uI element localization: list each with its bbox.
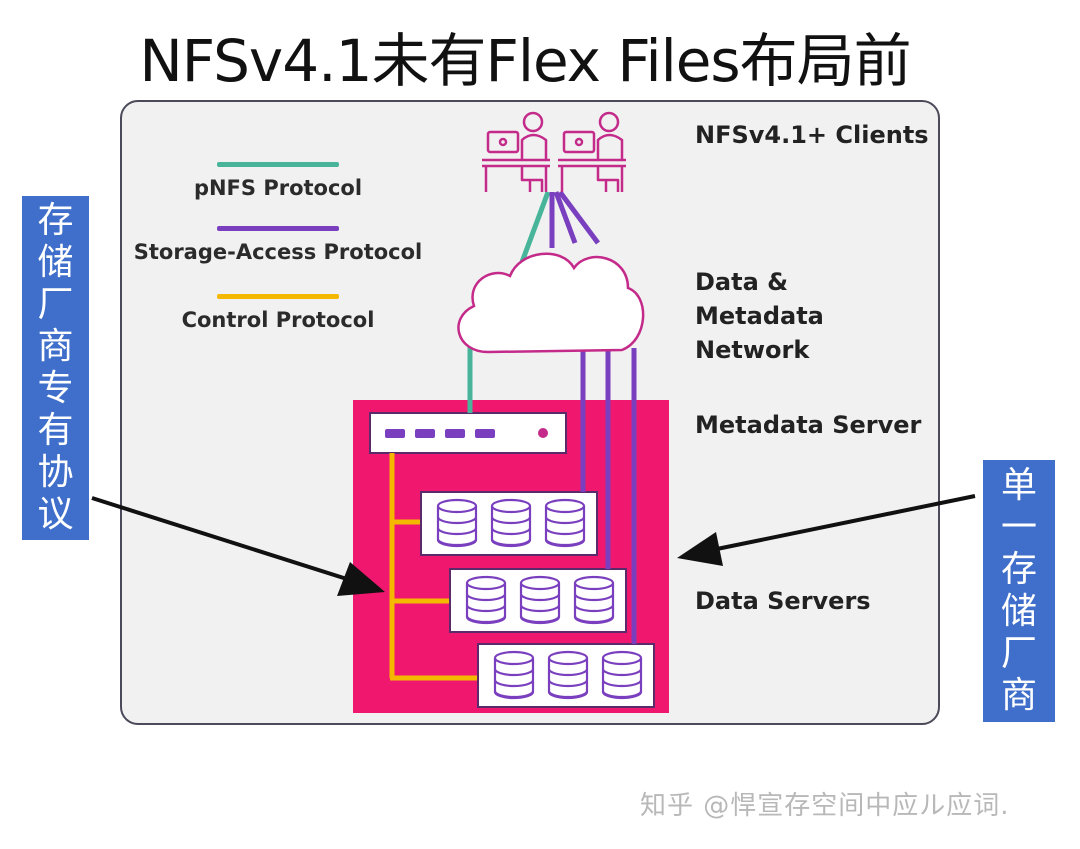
callout-char: 专 — [37, 368, 74, 409]
client-workstation-icons — [482, 111, 626, 192]
legend-line-storage-access — [217, 226, 339, 231]
callout-vendor-proprietary-protocol: 存 储 厂 商 专 有 协 议 — [22, 196, 89, 540]
client-person-icon — [482, 111, 550, 192]
network-label-line3: Network — [695, 336, 810, 364]
metadata-server-label: Metadata Server — [695, 411, 922, 439]
callout-char: 有 — [37, 410, 74, 451]
callout-char: 议 — [37, 494, 74, 535]
disk-icon — [436, 498, 478, 548]
disk-icon — [601, 650, 643, 700]
callout-char: 存 — [37, 200, 74, 241]
callout-char: 存 — [1000, 549, 1037, 590]
control-protocol-bus — [389, 453, 478, 681]
right-callout-arrow — [677, 494, 976, 566]
callout-char: 储 — [37, 242, 74, 283]
network-label-line1: Data & — [695, 268, 789, 296]
legend-label-control: Control Protocol — [181, 308, 375, 332]
clients-label: NFSv4.1+ Clients — [695, 121, 929, 149]
callout-char: 厂 — [37, 284, 74, 325]
storage-access-links — [580, 348, 637, 644]
legend-line-pnfs — [217, 162, 339, 167]
network-cloud-icon — [457, 252, 645, 354]
disk-icon — [573, 575, 615, 625]
disk-icon — [519, 575, 561, 625]
callout-char: 商 — [1000, 675, 1037, 716]
legend-label-storage-access: Storage-Access Protocol — [133, 240, 423, 264]
legend-label-pnfs: pNFS Protocol — [193, 176, 363, 200]
network-label-line2: Metadata — [695, 302, 824, 330]
callout-char: 商 — [37, 326, 74, 367]
left-callout-arrow — [91, 496, 385, 596]
disk-icon — [493, 650, 535, 700]
callout-char: 储 — [1000, 591, 1037, 632]
data-servers-label: Data Servers — [695, 587, 871, 615]
disk-icons — [436, 498, 643, 700]
disk-icon — [490, 498, 532, 548]
callout-single-storage-vendor: 单 一 存 储 厂 商 — [983, 460, 1055, 722]
watermark: 知乎 @悍宣存空间中应ル应词. — [640, 791, 1010, 821]
page-title: NFSv4.1未有Flex Files布局前 — [139, 27, 911, 95]
callout-char: 协 — [37, 452, 74, 493]
callout-char: 厂 — [1000, 633, 1037, 674]
callout-char: 单 — [1000, 465, 1037, 506]
client-network-links — [519, 190, 601, 263]
disk-icon — [544, 498, 586, 548]
disk-icon — [547, 650, 589, 700]
metadata-server-unit — [369, 412, 567, 454]
callout-char: 一 — [1000, 507, 1037, 548]
legend-line-control — [217, 294, 339, 299]
client-person-icon — [558, 111, 626, 192]
disk-icon — [465, 575, 507, 625]
